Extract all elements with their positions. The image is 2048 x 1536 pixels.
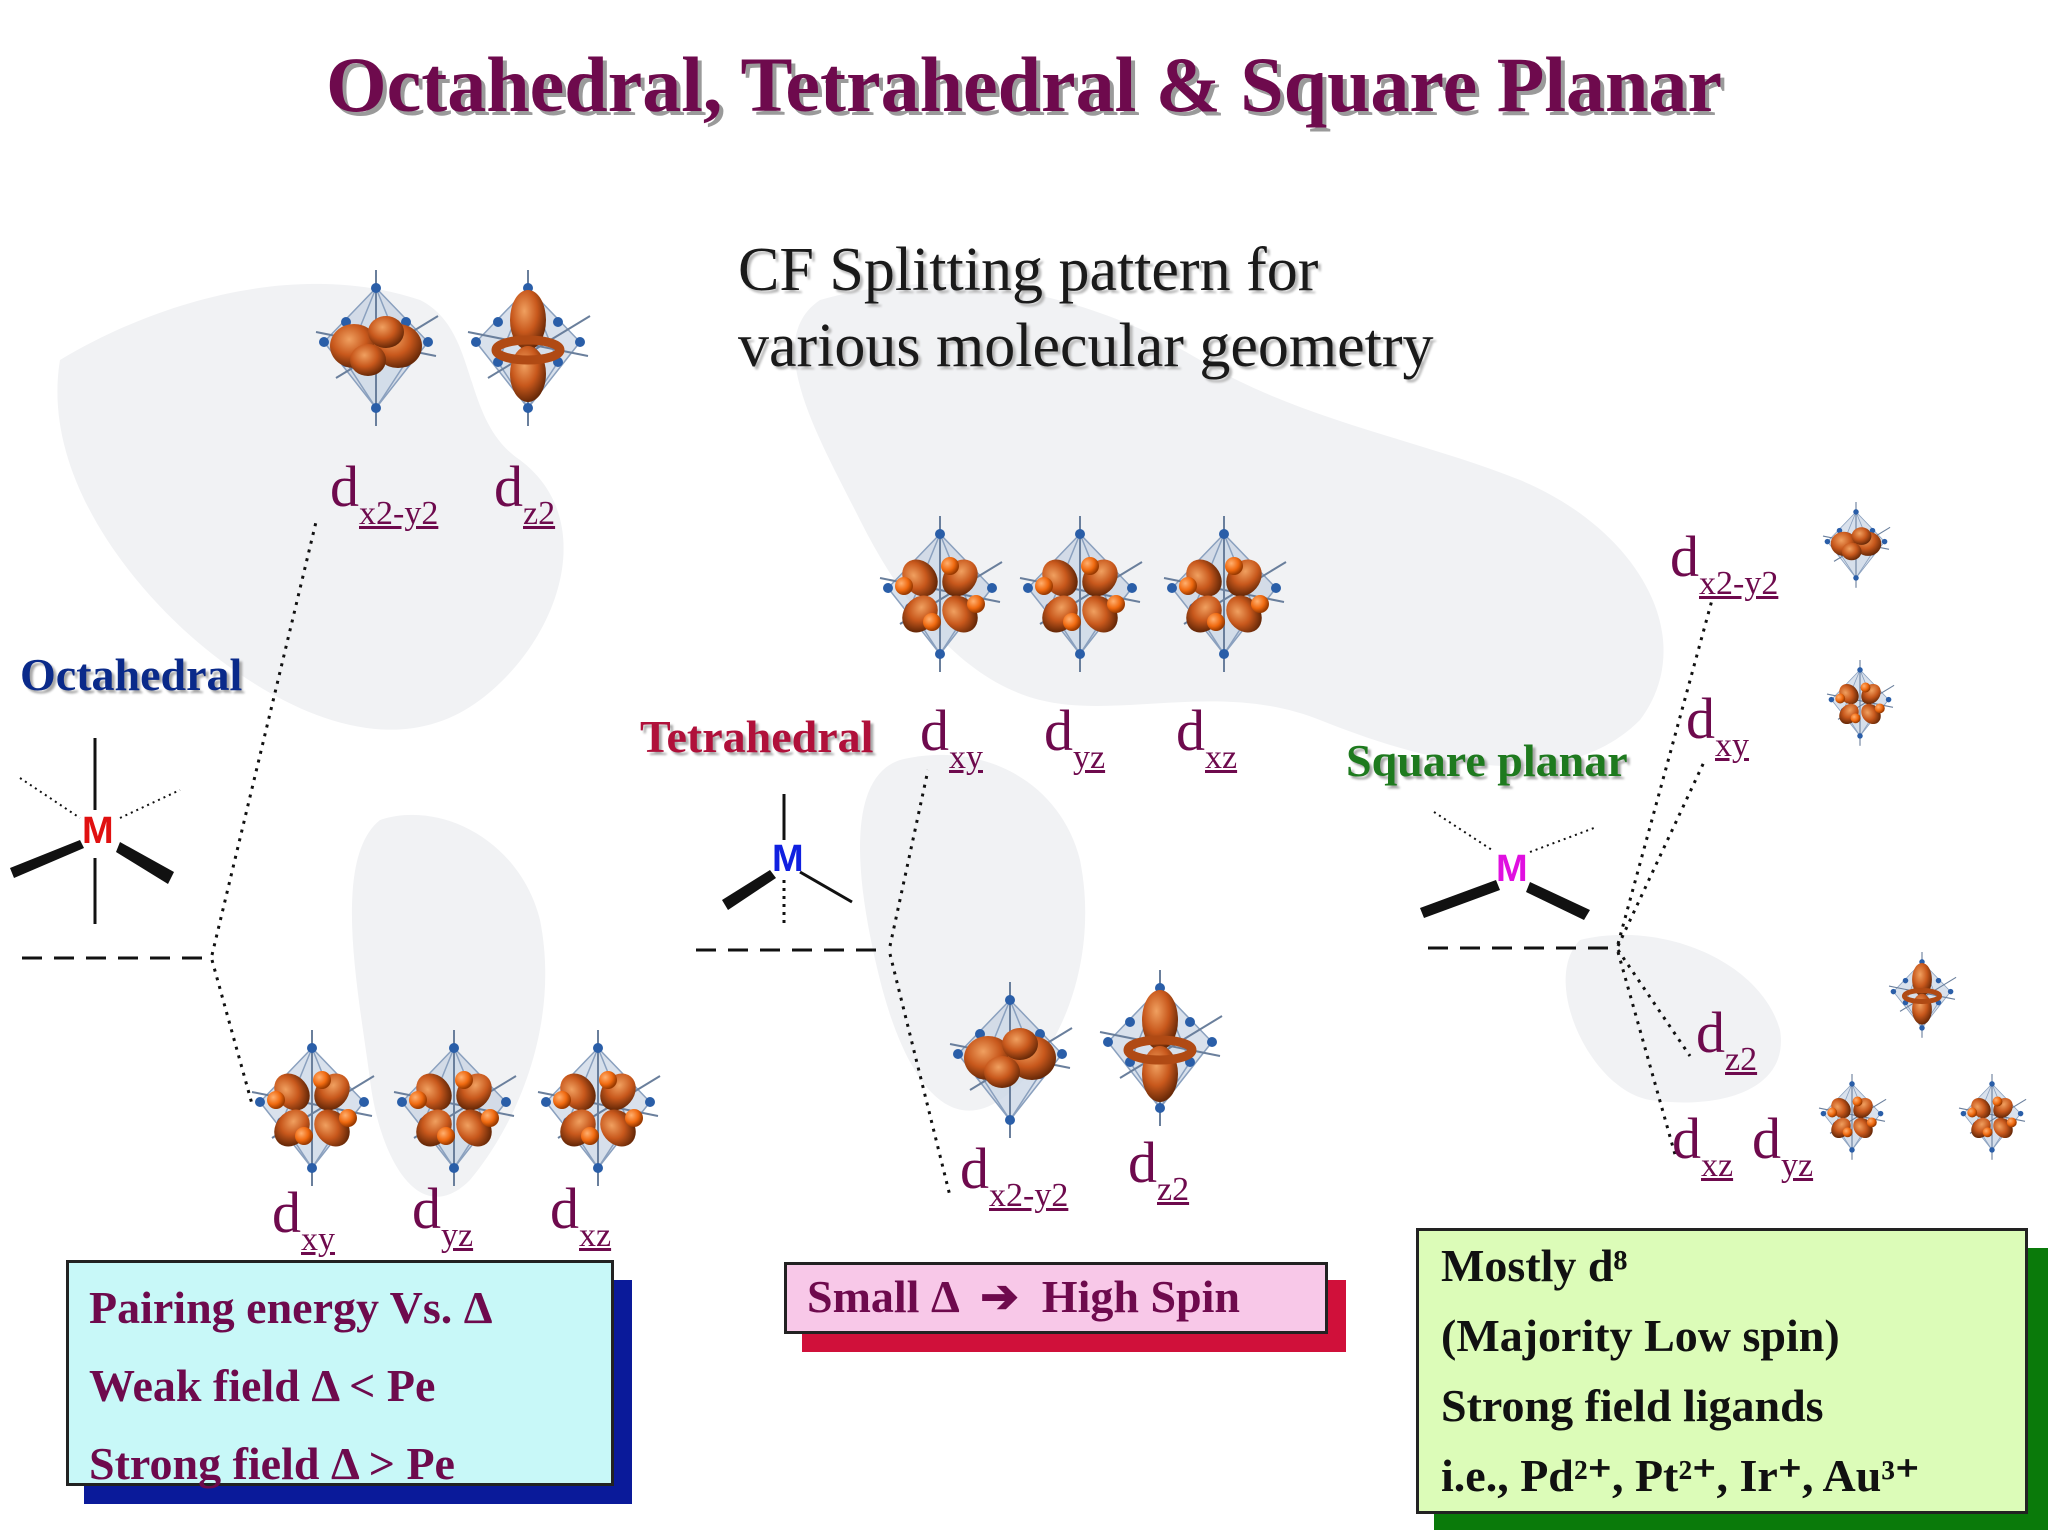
subtitle-line-1: CF Splitting pattern for xyxy=(738,236,1319,304)
background-map xyxy=(57,283,1781,1197)
square-planar-info-line-4: i.e., Pd²⁺, Pt²⁺, Ir⁺, Au³⁺ xyxy=(1441,1450,1920,1501)
square-planar-splitting-lines xyxy=(1428,599,1714,1159)
square-planar-orbital-dx2y2: dx2-y2 xyxy=(1670,524,1779,602)
square-planar-molecule xyxy=(1420,811,1595,920)
square-planar-label: Square planar xyxy=(1346,735,1628,786)
square-planar-info-box: Mostly d⁸ (Majority Low spin) Strong fie… xyxy=(1416,1228,2028,1514)
square-planar-metal-atom: M xyxy=(1496,848,1528,890)
tetrahedral-orbital-dxz: dxz xyxy=(1176,698,1238,776)
square-planar-info-line-2: (Majority Low spin) xyxy=(1441,1310,1840,1361)
octahedral-info-line-1: Pairing energy Vs. Δ xyxy=(89,1282,493,1333)
subtitle-line-2: various molecular geometry xyxy=(738,312,1434,380)
square-planar-orbital-dz2: dz2 xyxy=(1696,1000,1758,1078)
octahedral-metal-atom: M xyxy=(82,810,114,852)
octahedral-orbital-dz2: dz2 xyxy=(494,454,556,532)
page-title: Octahedral, Tetrahedral & Square Planar xyxy=(325,41,1723,128)
tetrahedral-orbital-dx2y2: dx2-y2 xyxy=(960,1136,1069,1214)
tetrahedral-metal-atom: M xyxy=(772,838,804,880)
octahedral-orbital-dyz: dyz xyxy=(412,1176,474,1254)
tetrahedral-molecule xyxy=(722,794,853,924)
octahedral-orbital-dx2y2: dx2-y2 xyxy=(330,454,439,532)
tetrahedral-orbital-dz2: dz2 xyxy=(1128,1130,1190,1208)
tetrahedral-upper-orbital-images xyxy=(880,516,1286,672)
tetrahedral-splitting-lines xyxy=(696,769,952,1197)
octahedral-info-line-3: Strong field Δ > Pe xyxy=(89,1438,455,1489)
tetrahedral-orbital-dyz: dyz xyxy=(1044,698,1106,776)
octahedral-info-line-2: Weak field Δ < Pe xyxy=(89,1360,436,1411)
octahedral-lower-orbital-images xyxy=(252,1030,660,1186)
tetrahedral-orbital-dxy: dxy xyxy=(920,698,983,776)
tetrahedral-info-box: Small Δ ➔ High Spin xyxy=(784,1262,1328,1334)
octahedral-orbital-dxz: dxz xyxy=(550,1176,612,1254)
square-planar-info-line-1: Mostly d⁸ xyxy=(1441,1240,1628,1291)
octahedral-splitting-lines xyxy=(22,521,318,1105)
subtitle: CF Splitting pattern for various molecul… xyxy=(738,232,1434,384)
octahedral-label: Octahedral xyxy=(20,649,243,700)
octahedral-orbital-dxy: dxy xyxy=(272,1180,335,1258)
square-planar-info-line-3: Strong field ligands xyxy=(1441,1380,1824,1431)
octahedral-molecule xyxy=(10,738,181,924)
octahedral-info-box: Pairing energy Vs. Δ Weak field Δ < Pe S… xyxy=(66,1260,614,1489)
square-planar-orbital-dyz: dyz xyxy=(1752,1106,1814,1184)
tetrahedral-label: Tetrahedral xyxy=(640,711,874,762)
square-planar-orbital-dxy: dxy xyxy=(1686,686,1749,764)
tetrahedral-info-line-1: Small Δ ➔ High Spin xyxy=(807,1271,1240,1322)
square-planar-orbital-images xyxy=(1819,502,2026,1160)
square-planar-orbital-dxz: dxz xyxy=(1672,1106,1734,1184)
